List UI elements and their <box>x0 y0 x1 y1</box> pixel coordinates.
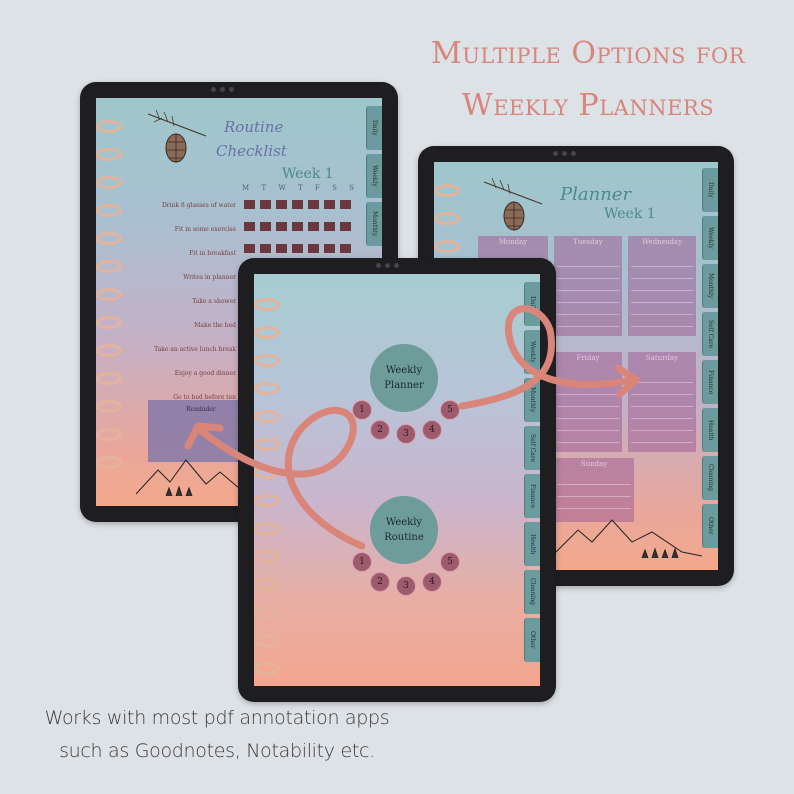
option-2-button[interactable]: 2 <box>370 572 390 592</box>
task-item: Fit in breakfast <box>189 250 236 257</box>
tab-strip: Daily Weekly Monthly Self Care Finance H… <box>702 162 718 570</box>
camera-dot <box>211 87 216 92</box>
tab-health[interactable]: Health <box>524 522 540 566</box>
tab-strip: Daily Weekly Monthly <box>366 98 382 506</box>
option-4-button[interactable]: 4 <box>422 572 442 592</box>
caption-line-1: Works with most pdf annotation apps <box>44 707 390 729</box>
tab-weekly[interactable]: Weekly <box>366 154 382 198</box>
option-3-button[interactable]: 3 <box>396 424 416 444</box>
week-label: Week 1 <box>282 166 334 182</box>
week-label: Week 1 <box>604 206 656 222</box>
headline-line-2: Weekly Planners <box>461 88 715 123</box>
tab-monthly[interactable]: Monthly <box>366 202 382 246</box>
tab-finance[interactable]: Finance <box>524 474 540 518</box>
tab-cleaning[interactable]: Cleaning <box>702 456 718 500</box>
camera-dot <box>562 151 567 156</box>
tab-daily[interactable]: Daily <box>702 168 718 212</box>
pinecone-icon <box>147 109 207 163</box>
camera-dot <box>229 87 234 92</box>
day-friday: Friday <box>554 352 622 452</box>
pinecone-icon <box>483 177 543 231</box>
headline-line-1: Multiple Options for <box>430 36 746 71</box>
caption: Works with most pdf annotation apps such… <box>22 702 412 768</box>
arrow-to-routine-icon <box>196 406 366 550</box>
tab-finance[interactable]: Finance <box>702 360 718 404</box>
camera-dot <box>553 151 558 156</box>
routine-title: Routine Checklist <box>216 118 287 160</box>
option-3-button[interactable]: 3 <box>396 576 416 596</box>
tab-strip: Daily Weekly Monthly Self Care Finance H… <box>524 274 540 686</box>
headline: Multiple Options for Weekly Planners <box>398 28 778 132</box>
option-1-button[interactable]: 1 <box>352 552 372 572</box>
camera-dot <box>220 87 225 92</box>
camera-dot <box>385 263 390 268</box>
tab-weekly[interactable]: Weekly <box>702 216 718 260</box>
task-item: Fit in some exercise <box>174 226 236 233</box>
option-5-button[interactable]: 5 <box>440 400 460 420</box>
task-item: Enjoy a good dinner <box>174 370 236 377</box>
tab-health[interactable]: Health <box>702 408 718 452</box>
camera-dot <box>376 263 381 268</box>
planner-title: Planner <box>560 184 632 205</box>
arrowhead-icon <box>184 422 224 450</box>
tab-weekly[interactable]: Weekly <box>524 330 540 374</box>
arrow-to-planner-icon <box>458 305 636 410</box>
task-item: Take an active lunch break <box>154 346 236 353</box>
day-sunday: Sunday <box>554 458 634 522</box>
tab-monthly[interactable]: Monthly <box>702 264 718 308</box>
day-wednesday: Wednesday <box>628 236 696 336</box>
tab-other[interactable]: Other <box>702 504 718 548</box>
day-saturday: Saturday <box>628 352 696 452</box>
mountain-icon <box>552 519 702 559</box>
task-item: Make the bed <box>194 322 236 329</box>
task-item: Writes in planner <box>183 274 236 281</box>
mountain-icon <box>136 459 246 497</box>
camera-dot <box>394 263 399 268</box>
task-item: Go to bed before ten <box>173 394 236 401</box>
task-item: Take a shower <box>192 298 236 305</box>
task-item: Drink 8 glasses of water <box>161 202 236 209</box>
weekday-header: M T W T F S S <box>242 184 354 192</box>
tab-self-care[interactable]: Self Care <box>524 426 540 470</box>
tab-cleaning[interactable]: Cleaning <box>524 570 540 614</box>
option-4-button[interactable]: 4 <box>422 420 442 440</box>
tab-daily[interactable]: Daily <box>366 106 382 150</box>
day-tuesday: Tuesday <box>554 236 622 336</box>
arrowhead-icon <box>614 364 640 398</box>
tab-self-care[interactable]: Self Care <box>702 312 718 356</box>
option-2-button[interactable]: 2 <box>370 420 390 440</box>
option-1-button[interactable]: 1 <box>352 400 372 420</box>
camera-dot <box>571 151 576 156</box>
tab-other[interactable]: Other <box>524 618 540 662</box>
caption-line-2: such as Goodnotes, Notability etc. <box>59 740 375 762</box>
option-5-button[interactable]: 5 <box>440 552 460 572</box>
